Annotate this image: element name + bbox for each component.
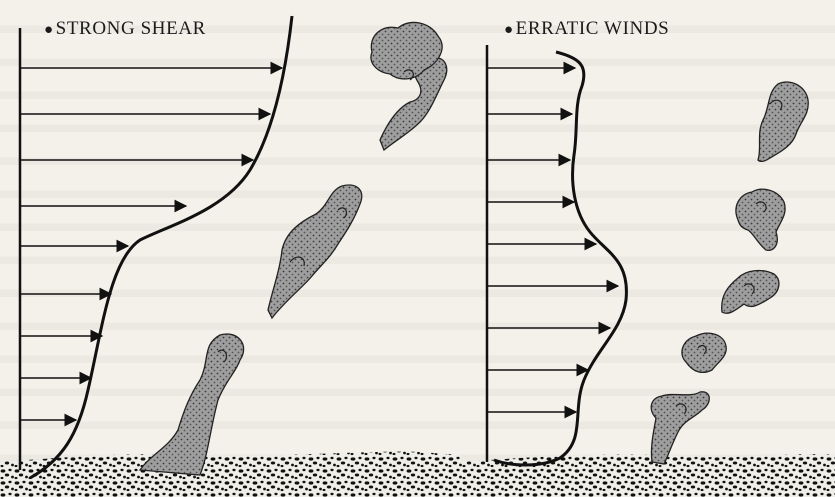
panel-strong-shear <box>0 16 470 497</box>
smoke-puffs-erratic <box>651 82 808 464</box>
smoke-puff <box>722 271 779 314</box>
smoke-plume-sheared <box>140 22 447 475</box>
smoke-puff <box>651 392 709 464</box>
wind-arrows-left <box>20 68 282 420</box>
wind-profile-curve-left <box>30 16 292 478</box>
panel-title-text: STRONG SHEAR <box>56 18 206 39</box>
smoke-puff <box>758 82 808 161</box>
smoke-plume <box>140 334 244 475</box>
bullet-dot-icon: ● <box>44 22 54 38</box>
panel-erratic-winds <box>458 45 835 497</box>
smoke-plume <box>268 185 362 318</box>
bullet-dot-icon: ● <box>504 22 514 38</box>
ground-left <box>0 452 470 497</box>
panel-title-strong-shear: ●STRONG SHEAR <box>44 18 206 40</box>
smoke-puff <box>736 189 785 250</box>
smoke-puff <box>682 333 726 372</box>
panel-title-erratic-winds: ●ERRATIC WINDS <box>504 18 669 40</box>
ground-right <box>458 454 835 497</box>
panel-title-text: ERRATIC WINDS <box>516 18 670 39</box>
